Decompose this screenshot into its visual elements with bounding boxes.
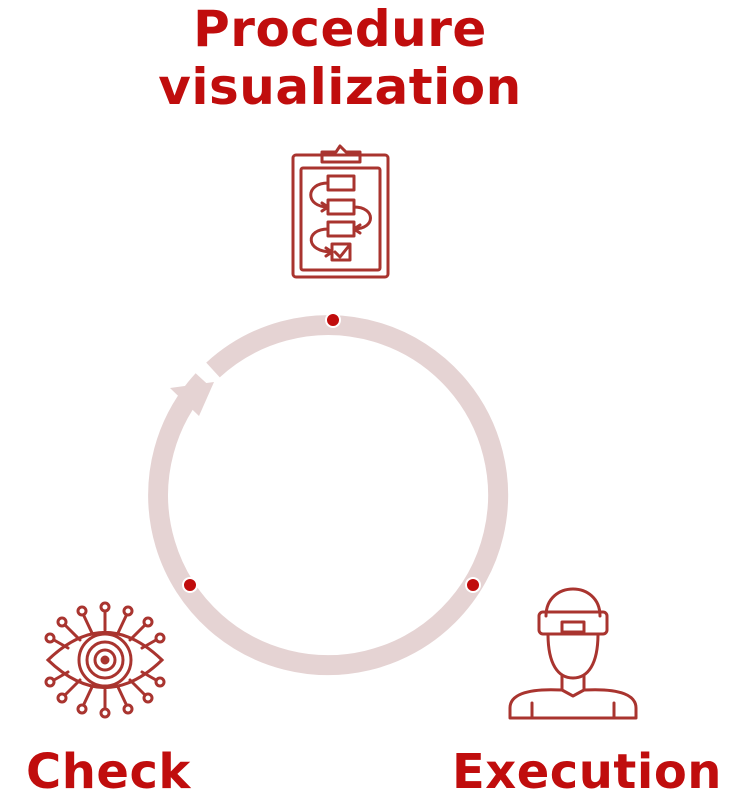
cycle-arrowhead [170,382,214,416]
clipboard-procedure-icon [291,144,390,279]
check-label: Check [26,744,191,800]
vr-headset-person-icon [508,587,638,720]
title-line-1: Procedure [193,0,487,58]
procedure-visualization-label: Procedure visualization [150,0,530,116]
execution-label: Execution [452,744,722,800]
ring-dot-right [465,577,481,593]
ring-dot-left [182,577,198,593]
eye-circuit-icon [44,601,166,719]
ring-dot-top [325,312,341,328]
cycle-ring [148,315,509,676]
title-line-2: visualization [158,58,522,116]
